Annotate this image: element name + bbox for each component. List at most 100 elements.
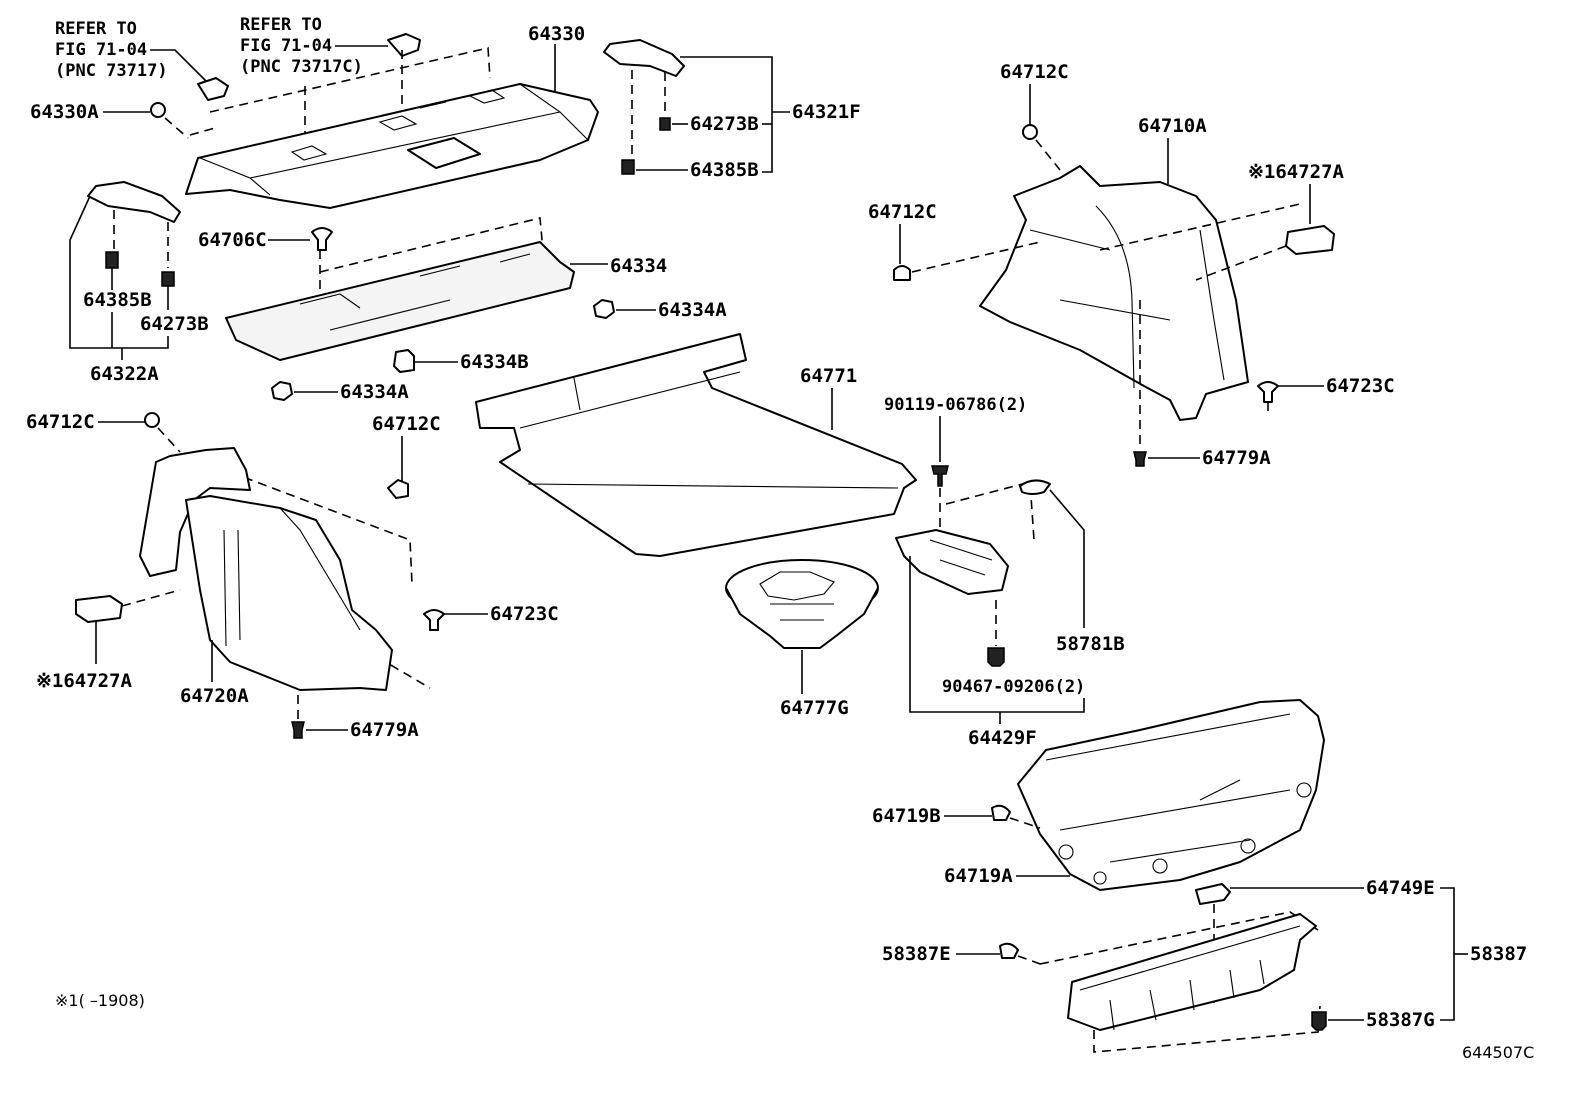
- clip-cap-icon: [387, 33, 421, 57]
- reference-line: (PNC 73717C): [240, 57, 363, 77]
- clip-icon: [387, 479, 409, 499]
- label-64712c: 64712C: [372, 413, 441, 435]
- sill-plate-58387-group: 64749E 58387E 58387G 58387: [882, 877, 1527, 1053]
- label-64749e: 64749E: [1366, 877, 1435, 899]
- pad-icon: [393, 349, 415, 373]
- pad-icon: [271, 381, 293, 401]
- clip-icon: [893, 265, 911, 281]
- reference-line: FIG 71-04: [240, 36, 332, 56]
- sill-plate-panel: [1067, 913, 1317, 1031]
- label-64385b: 64385B: [690, 159, 759, 181]
- clip-64749e: [1195, 883, 1231, 905]
- quarter-trim-panel: [185, 495, 393, 691]
- label-64321f: 64321F: [792, 101, 861, 123]
- label-64334b: 64334B: [460, 351, 529, 373]
- screw-icon: [161, 271, 175, 287]
- screw-icon: [621, 159, 635, 175]
- bracket-64322a: [87, 181, 181, 223]
- footnote-1908: ※1( –1908): [55, 991, 145, 1010]
- label-64712c: 64712C: [1000, 61, 1069, 83]
- label-64334: 64334: [610, 255, 667, 277]
- screw-icon: [659, 117, 671, 131]
- label-64330a: 64330A: [30, 101, 99, 123]
- screw-icon: [1133, 451, 1147, 467]
- label-64779a: 64779A: [1202, 447, 1271, 469]
- label-64712c: 64712C: [26, 411, 95, 433]
- clip-icon: [1022, 124, 1038, 140]
- clip-64330a: 64330A: [30, 101, 189, 139]
- label-64429f: 64429F: [968, 727, 1037, 749]
- label-58387: 58387: [1470, 943, 1527, 965]
- label-64334a: 64334A: [340, 381, 409, 403]
- label-64727a: ※164727A: [36, 670, 133, 692]
- label-90467-09206: 90467-09206(2): [942, 677, 1085, 697]
- tire-block-body: [725, 587, 879, 649]
- label-64710a: 64710A: [1138, 115, 1207, 137]
- clip-icon: [150, 102, 166, 118]
- label-64712c: 64712C: [868, 201, 937, 223]
- label-64723c: 64723C: [1326, 375, 1395, 397]
- label-64334a: 64334A: [658, 299, 727, 321]
- luggage-mat-panel: [475, 333, 917, 557]
- label-64706c: 64706C: [198, 229, 267, 251]
- label-58781b: 58781B: [1056, 633, 1125, 655]
- label-64719b: 64719B: [872, 805, 941, 827]
- holder-64429f-group: 90119-06786(2) 90467-09206(2) 58781B 644…: [884, 395, 1125, 749]
- holder-bracket: [895, 529, 1009, 595]
- label-64385b: 64385B: [83, 289, 152, 311]
- reference-note-73717c: REFER TO FIG 71-04 (PNC 73717C): [240, 15, 421, 77]
- trunk-lid-panel: [1017, 699, 1325, 891]
- reference-note-73717: REFER TO FIG 71-04 (PNC 73717): [55, 19, 229, 101]
- clip-icon: [311, 227, 333, 251]
- bracket-64322a-group: 64385B 64273B 64322A: [69, 181, 209, 385]
- pads-64334: 64334A 64334B 64334A: [271, 299, 727, 403]
- fasteners-left: 64712C 64723C 64779A: [291, 413, 559, 741]
- pad-icon: [593, 299, 615, 319]
- spare-tire-block-64777g: 64777G: [725, 559, 879, 719]
- label-64777g: 64777G: [780, 697, 849, 719]
- reference-line: REFER TO: [55, 19, 137, 39]
- bolt-icon: [931, 465, 949, 487]
- diagram-code: 644507C: [1462, 1043, 1534, 1062]
- label-90119-06786: 90119-06786(2): [884, 395, 1027, 415]
- clip-icon: [991, 804, 1011, 821]
- label-64723c: 64723C: [490, 603, 559, 625]
- reference-line: (PNC 73717): [55, 61, 168, 81]
- pad-64727a: [1285, 225, 1335, 255]
- screw-icon: [105, 251, 119, 269]
- floor-mat-64334: 64334 64706C: [198, 217, 667, 361]
- screw-icon: [1311, 1011, 1327, 1031]
- package-tray-trim: 64330: [185, 23, 599, 209]
- floor-mat-panel: [225, 241, 575, 361]
- reference-line: REFER TO: [240, 15, 322, 35]
- luggage-mat-64771: 64771: [475, 333, 917, 557]
- clip-cap-icon: [197, 77, 229, 101]
- label-64322a: 64322A: [90, 363, 159, 385]
- nut-icon: [987, 647, 1005, 667]
- label-64720a: 64720A: [180, 685, 249, 707]
- clip-icon: [999, 942, 1019, 959]
- label-58387e: 58387E: [882, 943, 951, 965]
- label-64727a: ※164727A: [1248, 161, 1345, 183]
- label-64273b: 64273B: [690, 113, 759, 135]
- clip-icon: [1257, 381, 1279, 403]
- package-tray-opening: [407, 137, 481, 169]
- screw-icon: [291, 721, 305, 739]
- reference-line: FIG 71-04: [55, 40, 147, 60]
- grommet-58781b: [1019, 479, 1051, 495]
- label-64771: 64771: [800, 365, 857, 387]
- pad-64727a: [75, 595, 123, 623]
- clip-icon: [423, 609, 445, 631]
- label-58387g: 58387G: [1366, 1009, 1435, 1031]
- quarter-trim-right-panel: [979, 165, 1249, 421]
- bracket-64321f-group: 64273B 64385B 64321F: [603, 39, 861, 181]
- label-64330: 64330: [528, 23, 585, 45]
- quarter-trim-upper: [139, 447, 251, 577]
- trunk-lid-trim-64719a: 64719B 64719A: [872, 699, 1325, 891]
- label-64779a: 64779A: [350, 719, 419, 741]
- quarter-trim-right-64710a: 64712C 64710A ※164727A 64712C 64723C 647…: [868, 61, 1395, 469]
- label-64273b: 64273B: [140, 313, 209, 335]
- quarter-trim-left-64720a: 64712C 64720A ※164727A: [26, 411, 431, 720]
